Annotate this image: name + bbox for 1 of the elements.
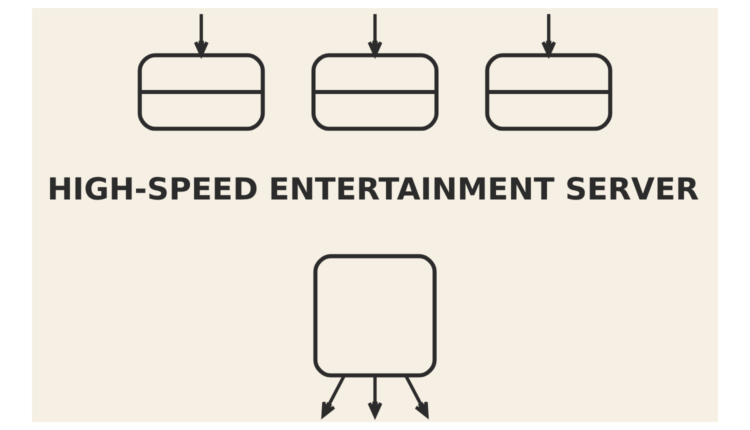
- label: HIGH-SPEED ENTERTAINMENT SERVER: [47, 172, 699, 208]
